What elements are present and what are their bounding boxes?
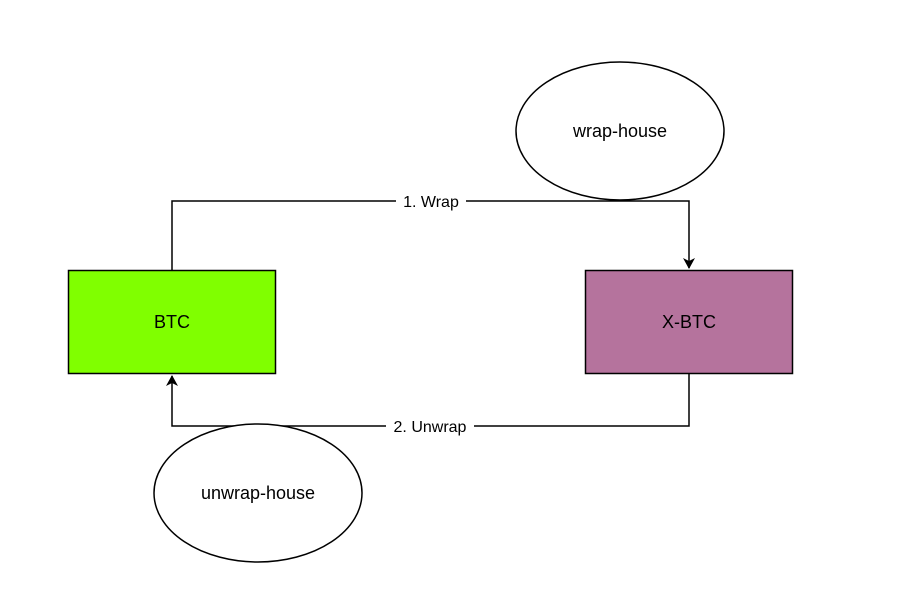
x-btc-label: X-BTC: [662, 312, 716, 332]
btc-box: [67, 269, 277, 375]
unwrap-house-ellipse: [153, 423, 363, 563]
node-btc[interactable]: BTC: [67, 269, 277, 375]
edge-wrap-label: 1. Wrap: [403, 194, 459, 211]
node-unwrap-house[interactable]: unwrap-house: [153, 423, 363, 563]
edge-unwrap-label: 2. Unwrap: [394, 419, 467, 436]
edge-wrap-label-bg: [396, 190, 466, 212]
node-x-btc[interactable]: X-BTC: [584, 269, 794, 375]
node-wrap-house[interactable]: wrap-house: [515, 61, 725, 201]
edge-unwrap-label-bg: [386, 415, 474, 437]
edge-wrap: 1. Wrap: [171, 190, 695, 270]
wrap-house-label: wrap-house: [572, 121, 667, 141]
edge-unwrap: 2. Unwrap: [166, 374, 690, 437]
wrap-house-ellipse: [515, 61, 725, 201]
x-btc-box: [584, 269, 794, 375]
unwrap-house-label: unwrap-house: [201, 483, 315, 503]
btc-label: BTC: [154, 312, 190, 332]
